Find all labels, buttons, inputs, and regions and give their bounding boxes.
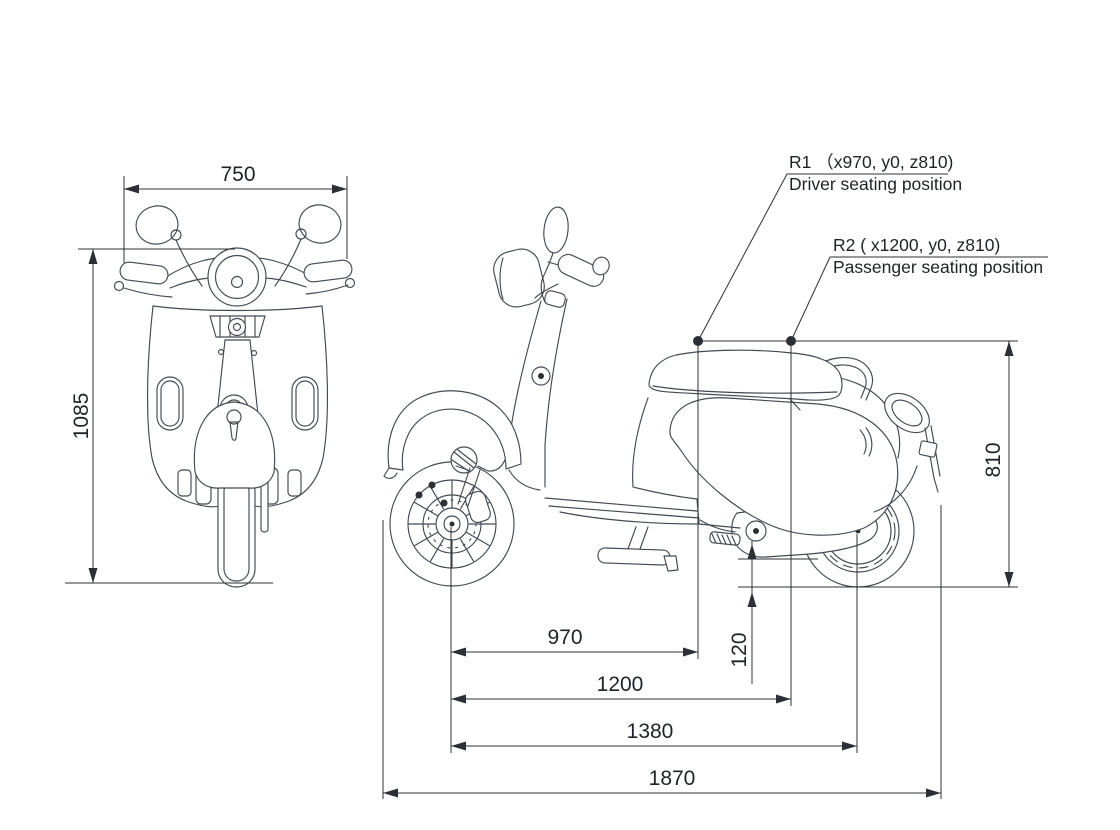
overall-length-label: 1870 [649, 767, 696, 790]
front-brake-caliper [465, 490, 491, 524]
front-height-label: 1085 [70, 393, 93, 440]
side-view-drawing [383, 206, 941, 588]
r1-description: Driver seating position [789, 174, 962, 194]
left-grip [119, 261, 169, 285]
passenger-x-label: 1200 [597, 673, 644, 696]
dimensions: 750 1085 R1 （x970, y0, z810) Driver seat… [65, 152, 1048, 799]
dim-driver-x: 970 [451, 626, 698, 657]
rear-fender-lip [873, 465, 918, 513]
front-leg-shield [146, 305, 329, 509]
front-fender [193, 401, 276, 489]
left-brake-lever [123, 287, 173, 298]
seat [648, 349, 843, 411]
side-front-fender [383, 390, 522, 507]
side-mirror [540, 206, 569, 303]
side-headlight [493, 248, 545, 308]
front-headlamp [207, 247, 267, 307]
wheelbase-label: 1380 [627, 720, 674, 743]
right-grip [303, 259, 353, 283]
right-brake-lever [305, 284, 349, 295]
r2-leader [790, 256, 1048, 342]
rear-body [669, 377, 918, 536]
r1-leader [697, 173, 948, 342]
seating-reference-points: R1 （x970, y0, z810) Driver seating posit… [693, 152, 1048, 346]
dim-ground-clearance: 120 [728, 541, 818, 684]
fender-hatch [451, 449, 477, 473]
r1-label: R1 （x970, y0, z810) [789, 152, 953, 172]
r2-description: Passenger seating position [833, 257, 1043, 277]
dim-wheelbase: 1380 [451, 720, 857, 751]
right-vent [291, 376, 319, 431]
side-grip [534, 253, 610, 308]
side-leg-shield [477, 298, 568, 491]
dim-front-height: 1085 [65, 248, 273, 584]
front-view-drawing [113, 204, 356, 588]
dim-overall-length: 1870 [383, 767, 941, 798]
driver-x-label: 970 [547, 626, 582, 649]
r2-label: R2 ( x1200, y0, z810) [833, 235, 1000, 255]
center-stand [597, 526, 741, 572]
front-right-mirror [274, 204, 342, 287]
seat-height-label: 810 [982, 442, 1005, 477]
front-left-mirror [135, 205, 203, 287]
side-brake-lever [534, 283, 559, 299]
front-width-label: 750 [220, 163, 255, 186]
left-vent [156, 376, 184, 431]
stand-spring-hatch [711, 533, 737, 546]
extension-lines [382, 346, 942, 799]
taillight [884, 392, 941, 493]
dim-seat-height: 810 [738, 341, 1018, 588]
front-brake-disc [422, 494, 482, 554]
side-front-wheel [389, 461, 515, 587]
ground-clearance-label: 120 [728, 632, 751, 667]
dim-passenger-x: 1200 [451, 673, 791, 704]
front-view-wheel [177, 401, 302, 588]
